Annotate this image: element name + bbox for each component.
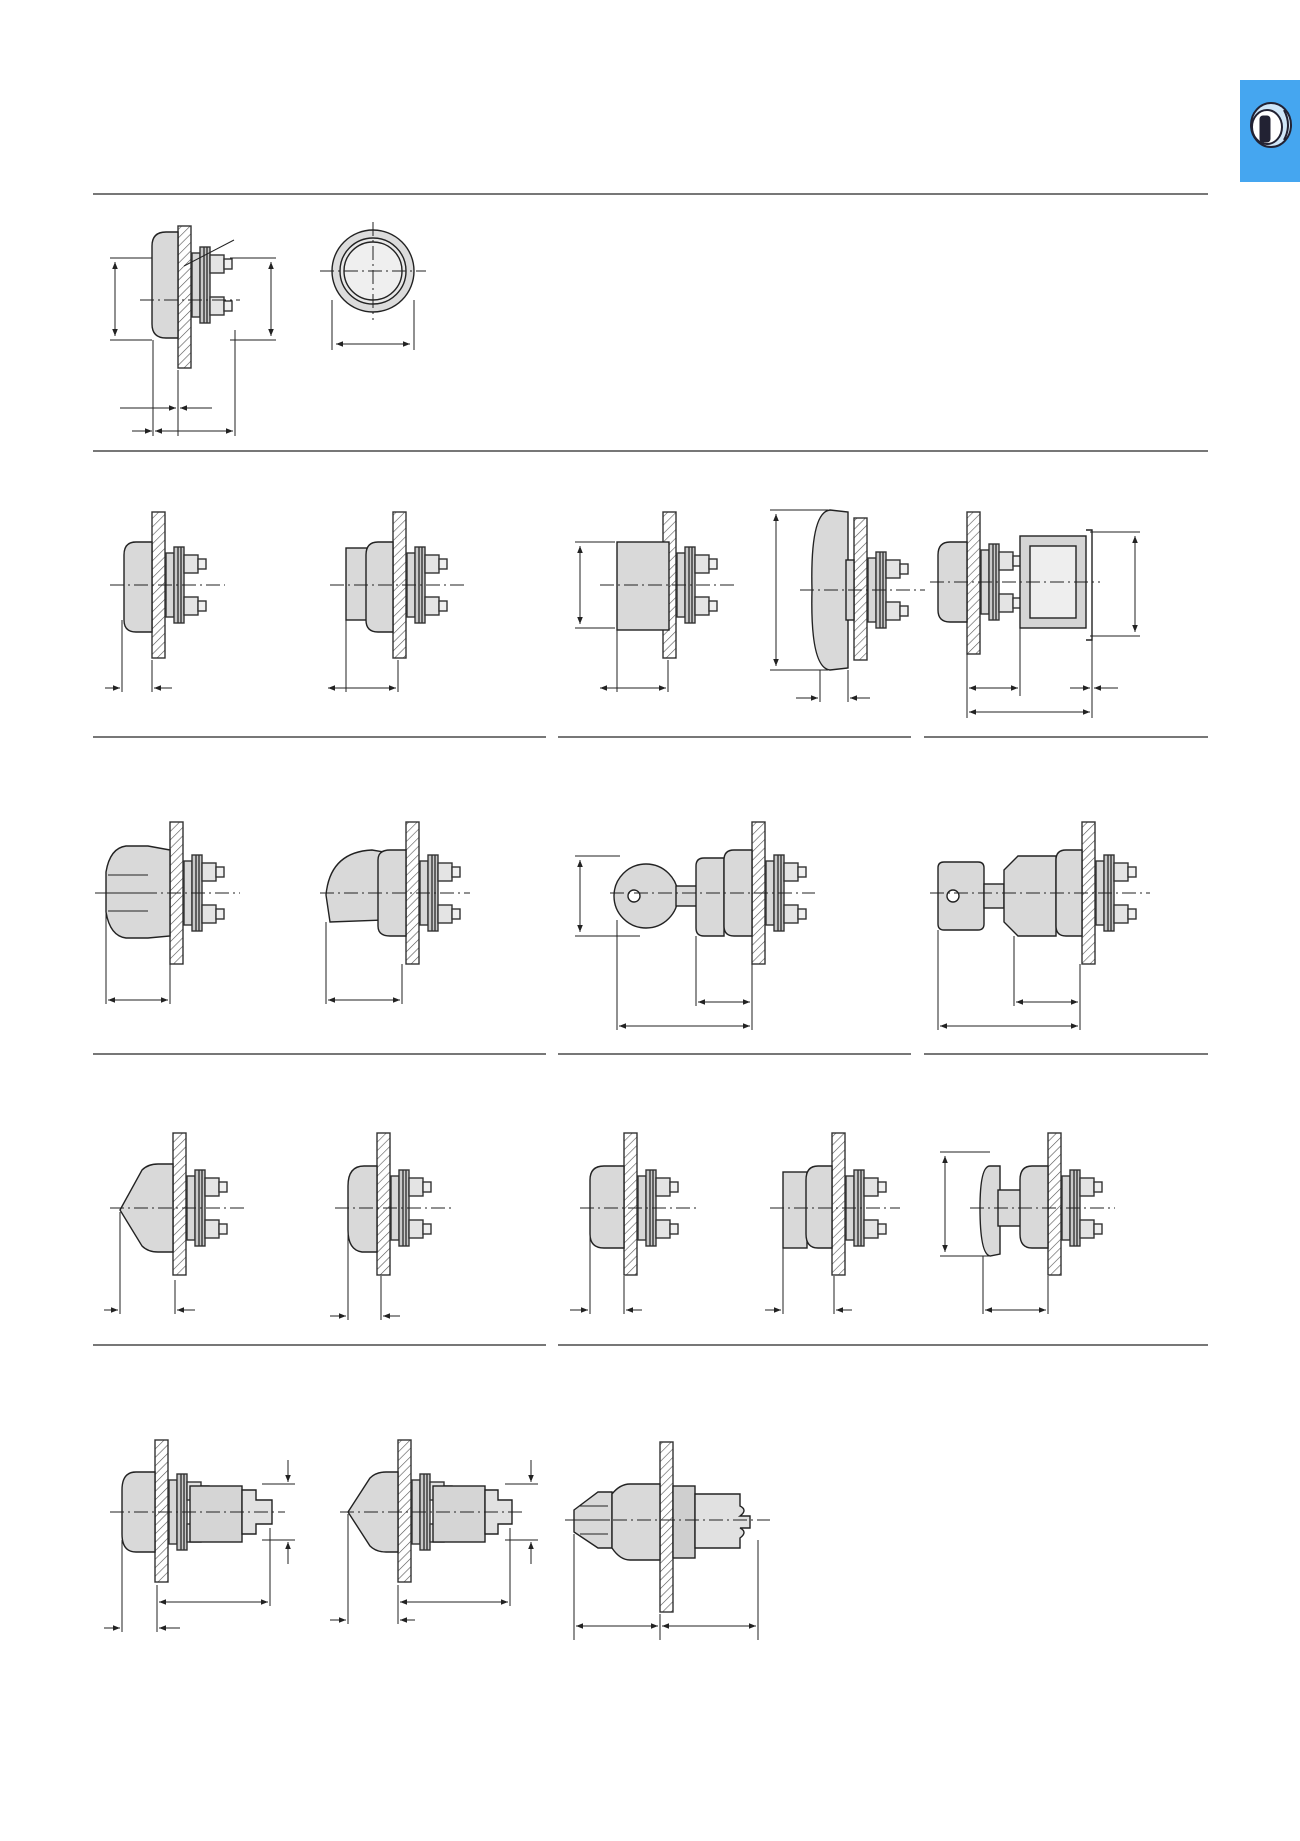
section-tab <box>1240 80 1300 182</box>
potentiometer-knob <box>565 1441 770 1640</box>
unit-with-rear-enclosure <box>930 511 1140 718</box>
rule-3a <box>93 736 546 738</box>
key-switch-round-key <box>575 821 815 1030</box>
key-switch-flat-key <box>930 821 1150 1030</box>
conical-with-extension <box>330 1439 538 1624</box>
rule-4c <box>924 1053 1208 1055</box>
rule-4b <box>558 1053 911 1055</box>
rule-top <box>93 193 1208 195</box>
rule-3b <box>558 736 911 738</box>
flush-pushbutton <box>105 511 225 692</box>
dome-lens-indicator <box>330 1132 455 1320</box>
front-bezel-round-view <box>320 222 426 350</box>
dome-with-extension <box>104 1439 295 1632</box>
conical-lens-indicator <box>104 1132 245 1314</box>
front-panel-mounted-unit-side-view <box>110 225 276 436</box>
flush-indicator <box>570 1132 700 1314</box>
rule-5a <box>93 1344 546 1346</box>
selector-switch-icon <box>1250 102 1292 148</box>
extended-pushbutton <box>328 511 465 692</box>
mushroom-pushbutton <box>940 1132 1115 1314</box>
rule-4a <box>93 1053 546 1055</box>
rule-5b <box>558 1344 1208 1346</box>
rule-2 <box>93 450 1208 452</box>
lever-selector <box>320 821 470 1004</box>
large-mushroom-pushbutton <box>770 509 925 702</box>
rule-3c <box>924 736 1208 738</box>
cylindrical-pushbutton <box>575 511 735 692</box>
flat-indicator <box>765 1132 900 1314</box>
knob-selector <box>95 821 240 1004</box>
